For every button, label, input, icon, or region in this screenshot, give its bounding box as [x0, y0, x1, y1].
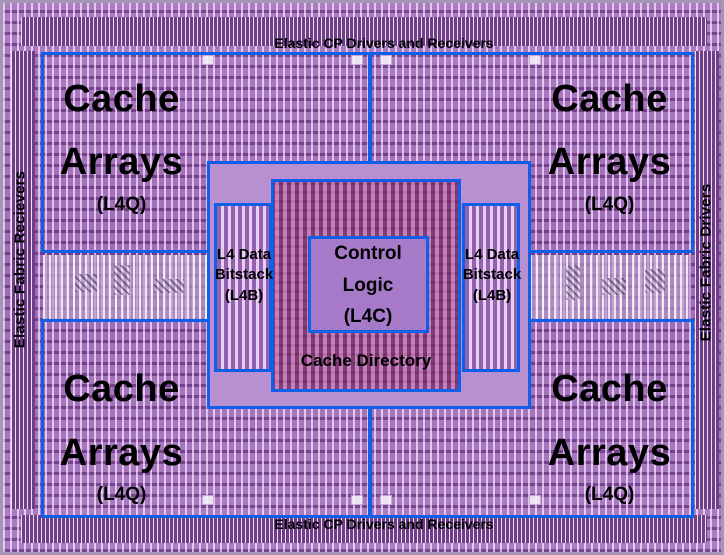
cache-directory-outline	[271, 179, 461, 392]
l4c-label: (L4C)	[343, 306, 393, 327]
right-l4b-label: (L4B)	[472, 287, 512, 304]
right-l4-data-bitstack-outline	[462, 203, 520, 372]
top-right-arrays-label: Arrays	[547, 141, 672, 183]
bottom-left-l4q-label: (L4Q)	[96, 484, 147, 505]
crossbar-detail	[154, 279, 184, 293]
io-pad	[529, 495, 541, 505]
bottom-left-arrays-label: Arrays	[59, 432, 184, 474]
right-l4-data-label: L4 Data	[464, 246, 520, 263]
left-elastic-fabric-label: Elastic Fabric Recievers	[11, 170, 29, 349]
bottom-right-l4q-label: (L4Q)	[584, 484, 635, 505]
io-pad	[351, 55, 363, 65]
io-pad	[202, 495, 214, 505]
left-l4-data-label: L4 Data	[216, 246, 272, 263]
top-right-cache-arrays-block	[368, 52, 694, 253]
right-io-strip	[695, 51, 719, 509]
top-left-cache-label: Cache	[63, 78, 180, 120]
io-pad	[529, 55, 541, 65]
crossbar-detail	[566, 266, 580, 300]
control-label: Control	[334, 243, 402, 264]
bottom-right-cache-label: Cache	[551, 368, 668, 410]
control-logic-outline	[308, 236, 429, 333]
crossbar-detail	[602, 278, 626, 295]
left-io-strip	[11, 51, 35, 509]
crossbar-detail	[645, 269, 665, 293]
right-bitstack-label: Bitstack	[462, 266, 522, 283]
crossbar-detail	[75, 274, 97, 292]
io-pad	[380, 55, 392, 65]
left-l4-data-bitstack-block	[214, 203, 272, 372]
bottom-left-cache-label: Cache	[63, 368, 180, 410]
left-l4-data-bitstack-outline	[214, 203, 272, 372]
right-l4-data-bitstack-block	[462, 203, 520, 372]
left-bitstack-label: Bitstack	[214, 266, 274, 283]
bottom-right-arrays-label: Arrays	[547, 432, 672, 474]
bottom-elastic-cp-label: Elastic CP Drivers and Receivers	[274, 516, 494, 532]
control-logic-block	[308, 236, 429, 333]
right-elastic-fabric-label: Elastic Fabric Drivers	[697, 183, 715, 342]
top-right-cache-label: Cache	[551, 78, 668, 120]
io-pad	[380, 495, 392, 505]
bottom-right-cache-arrays-block	[368, 319, 694, 518]
io-pad	[351, 495, 363, 505]
io-pad	[202, 55, 214, 65]
left-l4b-label: (L4B)	[224, 287, 264, 304]
top-io-strip	[21, 17, 707, 46]
top-left-l4q-label: (L4Q)	[96, 194, 147, 215]
logic-label: Logic	[342, 275, 394, 296]
top-left-arrays-label: Arrays	[59, 141, 184, 183]
central-surround-outline	[207, 161, 531, 409]
bottom-io-strip	[21, 515, 707, 543]
cache-directory-label: Cache Directory	[300, 351, 432, 370]
crossbar-detail	[114, 265, 130, 295]
top-elastic-cp-label: Elastic CP Drivers and Receivers	[274, 35, 494, 51]
top-right-l4q-label: (L4Q)	[584, 194, 635, 215]
